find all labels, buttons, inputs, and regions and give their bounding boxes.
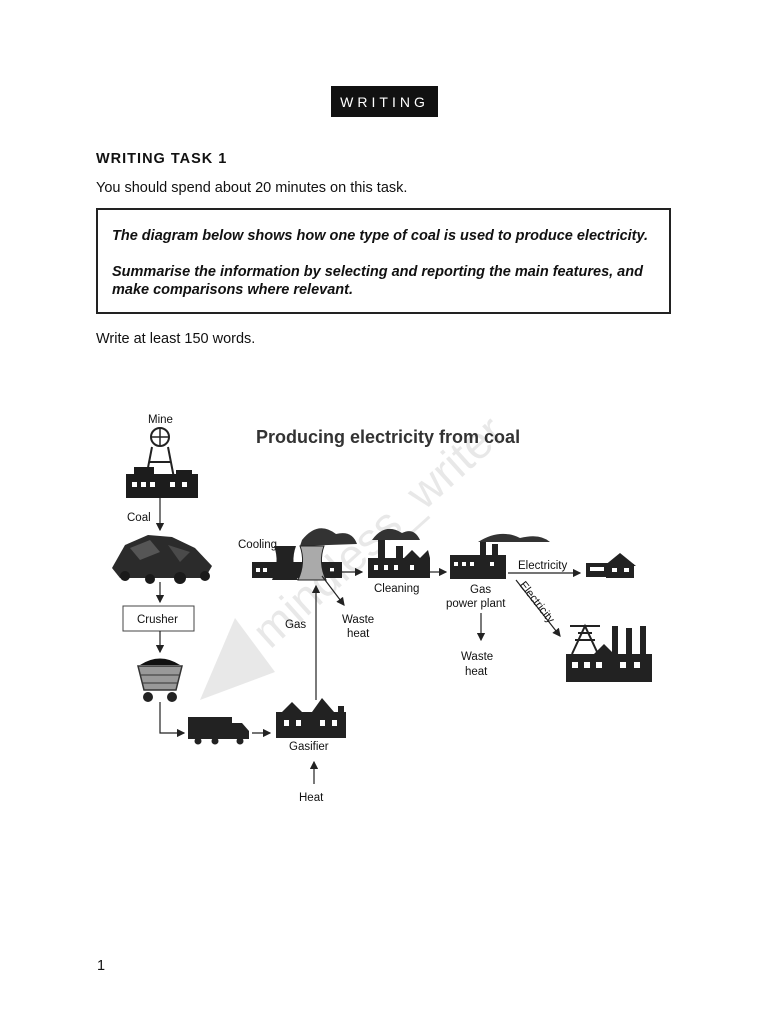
coal-pile-icon (112, 535, 212, 584)
house-icon (586, 553, 636, 578)
label-mine: Mine (148, 414, 173, 426)
label-waste-heat-2b: heat (465, 666, 488, 678)
crusher-box (122, 605, 195, 632)
label-cooling: Cooling (238, 539, 277, 551)
prompt-line-1: The diagram below shows how one type of … (112, 228, 649, 244)
label-waste-heat-1a: Waste (342, 614, 374, 626)
coal-cart-icon (137, 658, 183, 702)
word-instruction: Write at least 150 words. (96, 331, 256, 347)
label-cleaning: Cleaning (374, 583, 419, 595)
label-gas: Gas (285, 619, 306, 631)
prompt-box: The diagram below shows how one type of … (96, 208, 671, 314)
label-coal: Coal (127, 512, 151, 524)
cleaning-plant-icon (368, 528, 430, 578)
gas-power-plant-icon (450, 533, 550, 579)
gasifier-icon (276, 698, 346, 738)
label-electricity-2: Electricity (517, 579, 557, 625)
label-gas-power-plant-a: Gas (470, 584, 491, 596)
label-crusher: Crusher (137, 614, 178, 626)
prompt-line-2: Summarise the information by selecting a… (112, 264, 643, 298)
label-heat: Heat (299, 792, 324, 804)
label-gas-power-plant-b: power plant (446, 598, 506, 610)
task-title: WRITING TASK 1 (96, 151, 228, 167)
diagram-title: Producing electricity from coal (256, 427, 520, 447)
label-waste-heat-2a: Waste (461, 651, 493, 663)
section-badge: WRITING (331, 86, 438, 117)
label-electricity-1: Electricity (518, 560, 567, 572)
factory-icon (566, 623, 652, 682)
cooling-tower-icon (252, 528, 357, 581)
mine-icon (126, 427, 198, 498)
label-gasifier: Gasifier (289, 741, 329, 753)
truck-icon (188, 717, 249, 745)
page-number: 1 (97, 958, 106, 974)
time-instruction: You should spend about 20 minutes on thi… (96, 180, 408, 196)
label-waste-heat-1b: heat (347, 628, 370, 640)
